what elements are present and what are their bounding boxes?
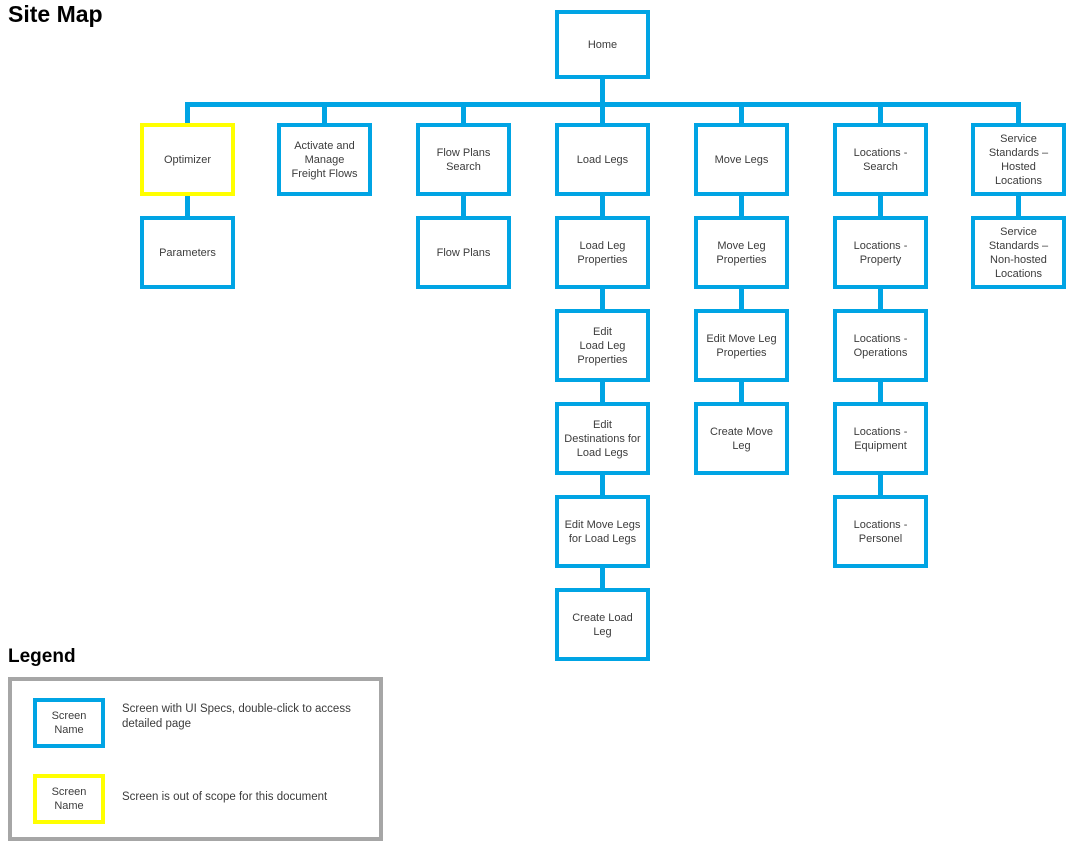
node-label: Edit Move Legs for Load Legs <box>564 518 641 545</box>
connector-line <box>739 382 744 402</box>
connector-line <box>739 289 744 309</box>
node-label: Flow Plans Search <box>436 146 491 173</box>
connector-line <box>185 196 190 216</box>
node-edit-load-leg-properties[interactable]: Edit Load Leg Properties <box>555 309 650 382</box>
node-label: Locations - Property <box>853 239 908 266</box>
node-load-legs[interactable]: Load Legs <box>555 123 650 196</box>
node-activate-and-manage-freight-flows[interactable]: Activate and Manage Freight Flows <box>277 123 372 196</box>
node-label: Locations - Operations <box>853 332 908 359</box>
connector-line <box>1016 107 1021 123</box>
connector-line <box>185 107 190 123</box>
legend-sample-out-of-scope-screen: Screen Name <box>33 774 105 824</box>
legend-sample-label: Screen Name <box>51 710 87 736</box>
node-locations-search[interactable]: Locations - Search <box>833 123 928 196</box>
connector-line <box>878 475 883 495</box>
connector-line <box>322 107 327 123</box>
connector-line <box>878 382 883 402</box>
node-locations-personel[interactable]: Locations - Personel <box>833 495 928 568</box>
connector-line <box>600 568 605 588</box>
connector-line <box>600 382 605 402</box>
node-label: Service Standards – Hosted Locations <box>988 132 1049 187</box>
connector-line <box>600 79 605 102</box>
node-flow-plans[interactable]: Flow Plans <box>416 216 511 289</box>
page-title: Site Map <box>8 1 103 27</box>
node-service-standards-hosted-locations[interactable]: Service Standards – Hosted Locations <box>971 123 1066 196</box>
legend-item-description-in-scope: Screen with UI Specs, double-click to ac… <box>122 703 351 730</box>
node-label: Edit Destinations for Load Legs <box>564 418 641 459</box>
node-label: Create Load Leg <box>572 611 633 638</box>
node-create-load-leg[interactable]: Create Load Leg <box>555 588 650 661</box>
node-locations-property[interactable]: Locations - Property <box>833 216 928 289</box>
node-label: Edit Move Leg Properties <box>706 332 777 359</box>
node-label: Load Legs <box>576 153 629 166</box>
node-locations-equipment[interactable]: Locations - Equipment <box>833 402 928 475</box>
connector-line <box>878 107 883 123</box>
connector-line <box>600 107 605 123</box>
node-create-move-leg[interactable]: Create Move Leg <box>694 402 789 475</box>
legend-panel: Screen Name Screen with UI Specs, double… <box>8 677 383 841</box>
legend-sample-in-scope-screen: Screen Name <box>33 698 105 748</box>
node-locations-operations[interactable]: Locations - Operations <box>833 309 928 382</box>
node-label: Service Standards – Non-hosted Locations <box>988 225 1049 280</box>
connector-line <box>1016 196 1021 216</box>
node-optimizer: Optimizer <box>140 123 235 196</box>
node-label: Load Leg Properties <box>577 239 628 266</box>
node-label: Create Move Leg <box>710 425 773 452</box>
legend-item-description-out-of-scope: Screen is out of scope for this document <box>122 791 328 803</box>
connector-line <box>739 196 744 216</box>
node-label: Move Leg Properties <box>716 239 767 266</box>
connector-line <box>739 107 744 123</box>
connector-line <box>600 289 605 309</box>
legend-heading: Legend <box>8 646 76 667</box>
connector-line <box>600 196 605 216</box>
connector-line <box>461 107 466 123</box>
node-edit-move-leg-properties[interactable]: Edit Move Leg Properties <box>694 309 789 382</box>
connector-line <box>461 196 466 216</box>
node-label: Flow Plans <box>436 246 491 259</box>
node-load-leg-properties[interactable]: Load Leg Properties <box>555 216 650 289</box>
connector-line <box>878 289 883 309</box>
node-label: Locations - Search <box>853 146 908 173</box>
node-label: Locations - Equipment <box>853 425 908 452</box>
legend-sample-label: Screen Name <box>51 786 87 812</box>
connector-line <box>878 196 883 216</box>
node-move-legs[interactable]: Move Legs <box>694 123 789 196</box>
node-label: Optimizer <box>163 153 212 166</box>
node-home[interactable]: Home <box>555 10 650 79</box>
node-label: Home <box>587 38 618 51</box>
node-label: Parameters <box>159 246 216 259</box>
connector-line <box>185 102 1021 107</box>
node-label: Locations - Personel <box>853 518 908 545</box>
node-service-standards-non-hosted-locations[interactable]: Service Standards – Non-hosted Locations <box>971 216 1066 289</box>
node-edit-destinations-for-load-legs[interactable]: Edit Destinations for Load Legs <box>555 402 650 475</box>
connector-line <box>600 475 605 495</box>
node-move-leg-properties[interactable]: Move Leg Properties <box>694 216 789 289</box>
node-parameters[interactable]: Parameters <box>140 216 235 289</box>
node-label: Edit Load Leg Properties <box>577 325 628 366</box>
node-flow-plans-search[interactable]: Flow Plans Search <box>416 123 511 196</box>
node-edit-move-legs-for-load-legs[interactable]: Edit Move Legs for Load Legs <box>555 495 650 568</box>
node-label: Move Legs <box>714 153 769 166</box>
node-label: Activate and Manage Freight Flows <box>291 139 358 180</box>
